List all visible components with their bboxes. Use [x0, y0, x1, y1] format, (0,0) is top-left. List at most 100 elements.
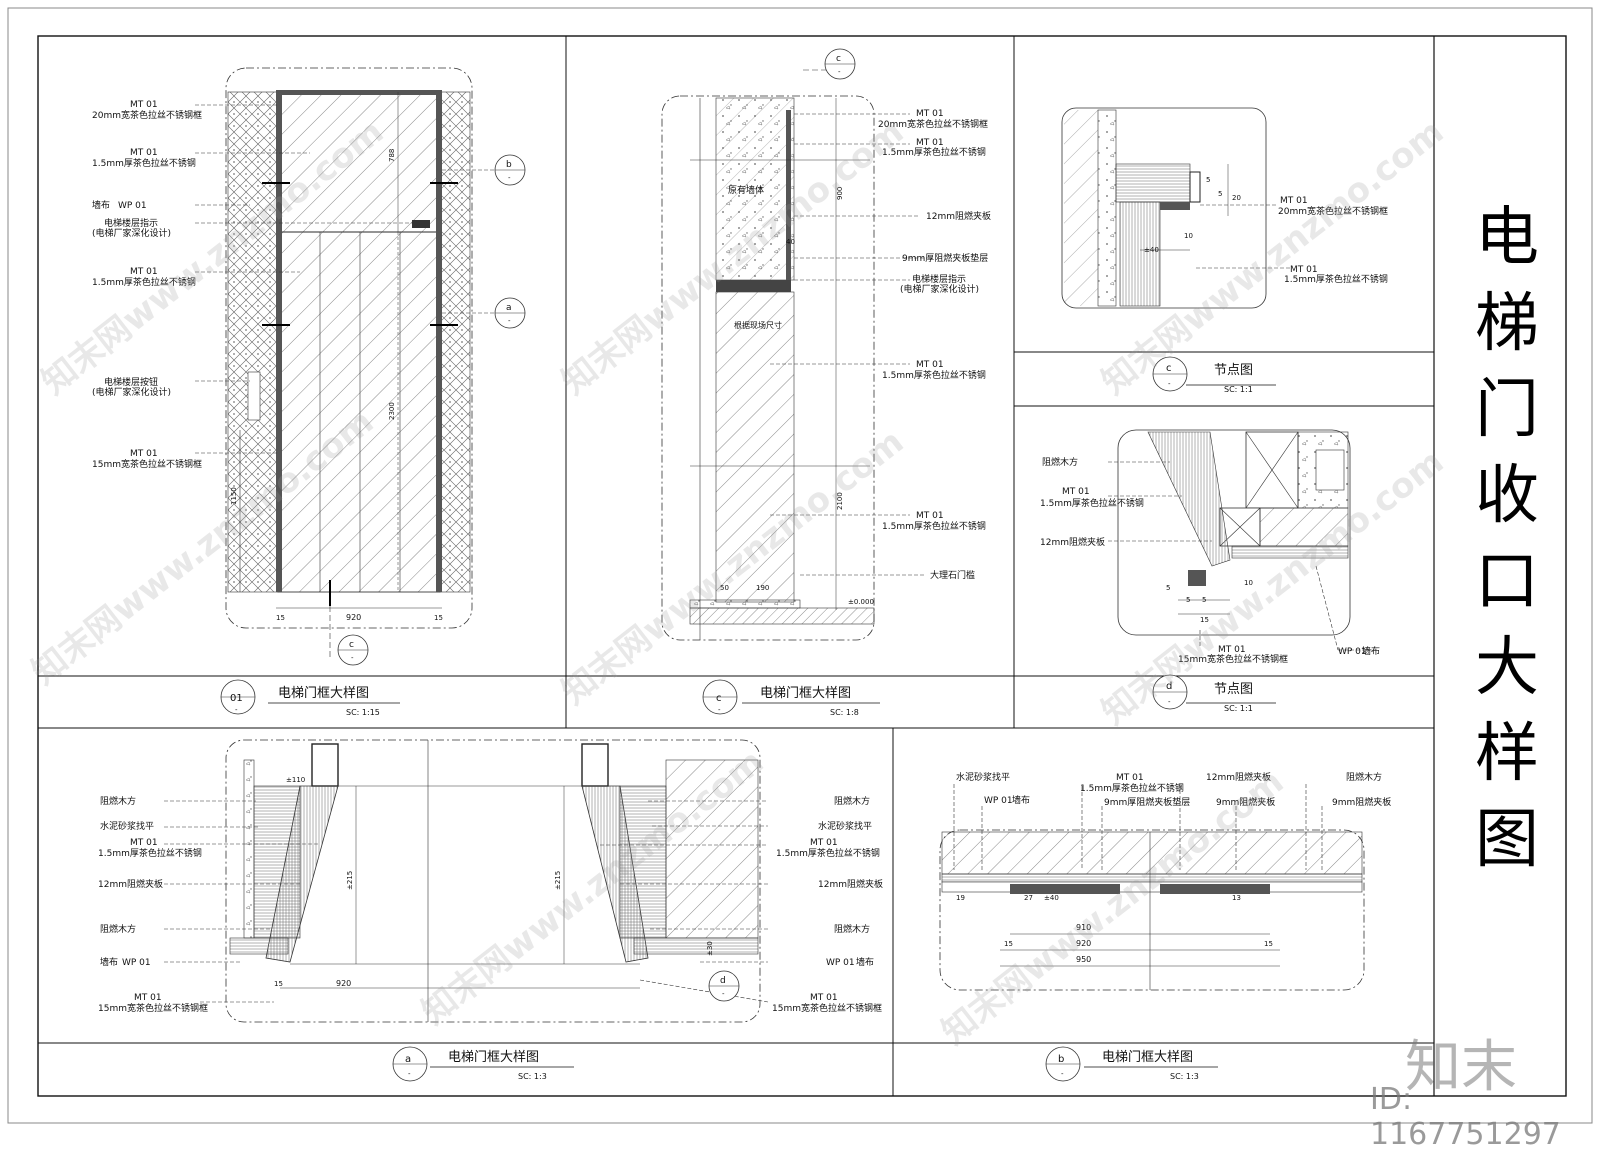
tag-mt: MT 01 [1280, 196, 1308, 206]
label-sill: 大理石门槛 [930, 569, 975, 581]
scale-node-c: SC: 1:1 [1224, 385, 1253, 394]
label-ss15: 1.5mm厚茶色拉丝不锈钢 [98, 847, 202, 859]
marker-01: 01 [230, 693, 243, 704]
label-wood: 阻燃木方 [1042, 456, 1078, 468]
tag-mt: MT 01 [130, 449, 158, 459]
dim-920: 920 [1076, 939, 1091, 948]
tag-mt: MT 01 [134, 993, 162, 1003]
label-frame15: 15mm宽茶色拉丝不锈钢框 [92, 458, 202, 470]
dim-pm110: ±110 [286, 776, 305, 784]
text-layer: MT 01 20mm宽茶色拉丝不锈钢框 MT 01 1.5mm厚茶色拉丝不锈钢 … [92, 54, 1391, 1081]
dim-20: 20 [1232, 194, 1241, 202]
sheet-title: 电 梯 门 收 口 大 样 图 [1462, 195, 1552, 883]
sheet-title-char: 口 [1475, 545, 1539, 619]
dim-pm30: ±30 [706, 941, 714, 956]
node-c-detail [1061, 107, 1290, 392]
sheet-title-char: 样 [1475, 717, 1539, 791]
tag-wp: WP 01 [826, 958, 855, 968]
view-c-section [661, 48, 928, 641]
marker-dash: - [718, 706, 721, 714]
label-wood: 阻燃木方 [100, 923, 136, 935]
dim-10: 10 [1244, 579, 1253, 587]
label-mortar: 水泥砂浆找平 [818, 820, 872, 832]
tag-mt: MT 01 [916, 360, 944, 370]
tag-wp: WP 01 [984, 796, 1013, 806]
label-ss15: 1.5mm厚茶色拉丝不锈钢 [1284, 273, 1388, 285]
dim-910: 910 [1076, 923, 1091, 932]
dim-950: 950 [1076, 955, 1091, 964]
label-frame15: 15mm宽茶色拉丝不锈钢框 [772, 1002, 882, 1014]
label-wood: 阻燃木方 [1346, 771, 1382, 783]
label-button: 电梯楼层按钮 [104, 376, 158, 388]
dim-15: 15 [1200, 616, 1209, 624]
marker-dash: - [408, 1070, 411, 1078]
title-view-c: 电梯门框大样图 [760, 686, 851, 701]
dim-5: 5 [1218, 190, 1222, 198]
scale-view-a: SC: 1:3 [518, 1072, 547, 1081]
scale-view-01: SC: 1:15 [346, 708, 380, 717]
marker-dash: - [1168, 380, 1171, 388]
tag-mt: MT 01 [130, 100, 158, 110]
dim-pm215: ±215 [554, 871, 562, 890]
marker-c: c [836, 54, 841, 64]
tag-mt: MT 01 [916, 109, 944, 119]
tag-mt: MT 01 [1116, 773, 1144, 783]
dim-pm215: ±215 [346, 871, 354, 890]
scale-node-d: SC: 1:1 [1224, 704, 1253, 713]
marker-dash: - [1168, 698, 1171, 706]
dim-5: 5 [1202, 596, 1206, 604]
dim-15: 15 [1004, 940, 1013, 948]
title-view-a: 电梯门框大样图 [448, 1050, 539, 1065]
node-d-detail [1108, 429, 1376, 710]
dim-1150: 1150 [230, 487, 238, 505]
dim-27: 27 [1024, 894, 1033, 902]
label-board12: 12mm阻燃夹板 [926, 210, 991, 222]
marker-c: c [349, 640, 354, 650]
label-wall: 墙布 [1362, 645, 1380, 657]
label-vendor: (电梯厂家深化设计) [900, 283, 979, 295]
dim-50: 50 [720, 584, 729, 592]
view-a-plan [164, 739, 769, 1082]
tag-mt: MT 01 [1218, 645, 1246, 655]
marker-d: d [720, 976, 726, 986]
dim-pm40: ±40 [1144, 246, 1159, 254]
marker-dash: - [351, 654, 354, 662]
marker-b: b [506, 160, 512, 170]
dim-920: 920 [336, 979, 351, 988]
label-vendor: (电梯厂家深化设计) [92, 386, 171, 398]
dim-15: 15 [1264, 940, 1273, 948]
dim-15: 15 [434, 614, 443, 622]
dim-788: 788 [388, 149, 396, 162]
marker-dash: - [1061, 1070, 1064, 1078]
dim-13: 13 [1232, 894, 1241, 902]
label-board12: 12mm阻燃夹板 [98, 878, 163, 890]
title-block-underlines [268, 384, 1276, 1068]
dim-5: 5 [1186, 596, 1190, 604]
label-mortar: 水泥砂浆找平 [956, 771, 1010, 783]
marker-b: b [1058, 1054, 1064, 1065]
label-board12: 12mm阻燃夹板 [1206, 771, 1271, 783]
sheet-title-char: 图 [1475, 803, 1539, 877]
title-view-01: 电梯门框大样图 [278, 686, 369, 701]
label-floor-indicator: 电梯楼层指示 [912, 273, 966, 285]
dim-900: 900 [836, 187, 844, 200]
marker-c: c [1166, 363, 1172, 374]
tag-wp: WP 01 [1338, 647, 1367, 657]
dim-2300: 2300 [388, 402, 396, 420]
dim-19: 19 [956, 894, 965, 902]
scale-view-b: SC: 1:3 [1170, 1072, 1199, 1081]
dim-5: 5 [1206, 176, 1210, 184]
label-wall: 墙布 [856, 956, 874, 968]
tag-mt: MT 01 [1290, 265, 1318, 275]
view-b-plan [939, 784, 1365, 1082]
label-frame15: 15mm宽茶色拉丝不锈钢框 [1178, 653, 1288, 665]
label-site-size: 根据现场尺寸 [734, 320, 782, 330]
dim-920: 920 [346, 613, 361, 622]
label-frame20: 20mm宽茶色拉丝不锈钢框 [878, 118, 988, 130]
tag-mt: MT 01 [130, 267, 158, 277]
label-orig-wall: 原有墙体 [728, 184, 764, 196]
marker-c: c [716, 693, 722, 704]
marker-dash: - [722, 990, 725, 998]
dim-pm40: ±40 [1044, 894, 1059, 902]
